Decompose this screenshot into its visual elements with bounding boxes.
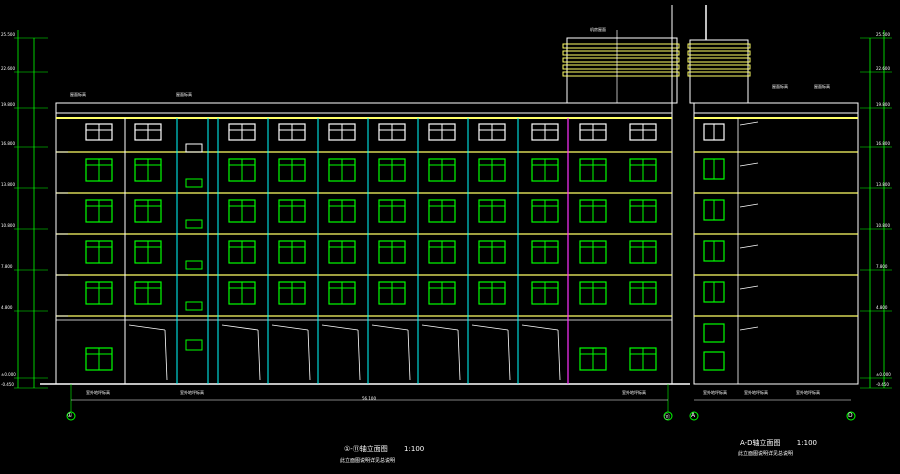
side-elevation-subtitle: 此立面图说明详见总说明	[738, 451, 794, 457]
side-title-text: A-D轴立面图	[740, 439, 781, 447]
roof-louver	[562, 71, 680, 77]
side-window	[703, 351, 725, 371]
stair-window	[185, 219, 203, 229]
storefront-slope	[521, 324, 559, 331]
storefront-edge	[357, 329, 361, 381]
roof-louver	[562, 57, 680, 63]
level-label-right: ±0.000	[876, 372, 891, 377]
side-stair-slope	[739, 244, 759, 249]
main-elevation-title: ①-⑪轴立面图 1:100	[344, 444, 424, 454]
storefront-slope	[321, 324, 359, 331]
side-window	[703, 323, 725, 343]
side-stair-slope	[739, 326, 759, 331]
dimension-lines	[14, 30, 892, 389]
roof-note-1: 屋面标高	[70, 92, 86, 97]
level-label-right: 25.500	[876, 32, 890, 37]
main-title-text: ①-⑪轴立面图	[344, 445, 388, 453]
side-roof-louver	[687, 64, 751, 70]
axis-label-d: D	[848, 412, 853, 419]
stair-window	[185, 178, 203, 188]
roof-louver	[562, 50, 680, 56]
side-roof-louver	[687, 57, 751, 63]
storefront-slope	[271, 324, 309, 331]
side-stair-slope	[739, 203, 759, 208]
side-scale-text: 1:100	[796, 439, 817, 447]
side-roof-note-2: 屋面标高	[814, 84, 830, 89]
stair-window	[185, 339, 203, 351]
side-roof-louver	[687, 50, 751, 56]
roof-louver	[562, 64, 680, 70]
side-roof-note-1: 屋面标高	[772, 84, 788, 89]
side-outline	[693, 102, 859, 385]
side-stair-slope	[739, 285, 759, 290]
storefront-edge	[257, 329, 261, 381]
storefront-slope	[471, 324, 509, 331]
level-label-right: 10.800	[876, 223, 890, 228]
storefront-edge	[164, 329, 168, 381]
stair-window	[185, 260, 203, 270]
level-label-right: 22.600	[876, 66, 890, 71]
level-label-left: 25.500	[1, 32, 15, 37]
storefront-edge	[457, 329, 461, 381]
main-elevation	[40, 30, 690, 421]
side-stair-slope	[739, 121, 759, 126]
storefront-slope	[221, 324, 259, 331]
main-elevation-subtitle: 此立面图说明详见总说明	[340, 458, 396, 464]
storefront-slope	[421, 324, 459, 331]
level-label-left: 16.800	[1, 141, 15, 146]
axis-label-11: ⑪	[664, 414, 671, 421]
main-scale-text: 1:100	[404, 445, 425, 453]
side-grade-note-1: 室外地坪标高	[703, 390, 727, 395]
level-label-left: ±0.000	[1, 372, 16, 377]
machine-room	[566, 37, 678, 104]
axis-bubble	[846, 411, 856, 421]
stair-window	[185, 143, 203, 153]
side-roof-louver	[687, 43, 751, 49]
storefront-slope	[371, 324, 409, 331]
level-label-right: 7.800	[876, 264, 888, 269]
grade-note-1: 室外地坪标高	[86, 390, 110, 395]
level-label-left: 7.800	[1, 264, 13, 269]
level-label-left: 4.800	[1, 305, 13, 310]
stair-window	[185, 301, 203, 311]
level-label-left: 19.800	[1, 102, 15, 107]
grade-note-2: 室外地坪标高	[180, 390, 204, 395]
roof-louver	[562, 43, 680, 49]
storefront-edge	[557, 329, 561, 381]
level-label-left: 10.800	[1, 223, 15, 228]
storefront-edge	[407, 329, 411, 381]
side-grade-note-2: 室外地坪标高	[744, 390, 768, 395]
level-label-left: 22.600	[1, 66, 15, 71]
level-label-right: 19.800	[876, 102, 890, 107]
axis-bubble	[689, 411, 699, 421]
side-elevation	[671, 5, 859, 421]
storefront-edge	[507, 329, 511, 381]
side-roof-louver	[687, 71, 751, 77]
level-label-left: 13.800	[1, 182, 15, 187]
level-label-right: 4.800	[876, 305, 888, 310]
side-elevation-title: A-D轴立面图 1:100	[740, 438, 817, 448]
level-label-right: 13.800	[876, 182, 890, 187]
axis-label-1: ①	[67, 412, 73, 419]
storefront-slope	[128, 324, 166, 331]
roof-note-2: 屋面标高	[176, 92, 192, 97]
side-grade-note-3: 室外地坪标高	[796, 390, 820, 395]
storefront-edge	[307, 329, 311, 381]
side-stair-slope	[739, 162, 759, 167]
level-label-right: 16.800	[876, 141, 890, 146]
axis-label-a: A	[691, 412, 696, 419]
overall-dimension: 56.100	[362, 396, 376, 401]
level-label-right: -0.450	[876, 382, 889, 387]
roof-note-3: 机房屋面	[590, 27, 606, 32]
grade-note-3: 室外地坪标高	[622, 390, 646, 395]
level-label-left: -0.450	[1, 382, 14, 387]
